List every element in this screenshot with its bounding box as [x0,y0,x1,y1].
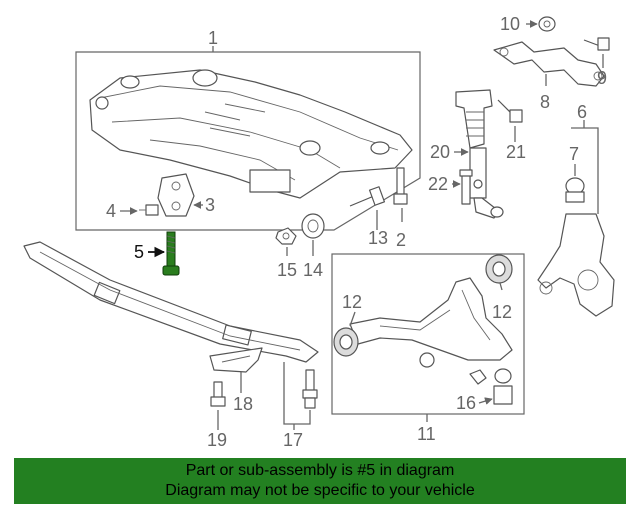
front-crossmember-part[interactable] [89,69,413,199]
callout-12-left: 12 [342,292,362,312]
callout-15: 15 [277,260,297,280]
banner-line-2: Diagram may not be specific to your vehi… [165,482,475,499]
callout-11: 11 [417,424,436,444]
callout-10: 10 [500,14,520,34]
bracket-part-18[interactable] [209,347,263,373]
bolt-part-9[interactable] [583,37,610,51]
callout-14: 14 [303,260,323,280]
group-frame-11 [331,253,525,415]
callout-2: 2 [396,230,406,250]
support-bar-part[interactable] [23,241,319,363]
callout-20: 20 [430,142,450,162]
bolt-part-2[interactable] [393,167,408,205]
callout-16: 16 [456,393,476,413]
nut-part-15[interactable] [275,227,297,245]
callout-19: 19 [207,430,227,450]
callout-18: 18 [233,394,253,414]
bolt-part-13[interactable] [349,186,386,207]
bolt-part-21[interactable] [497,99,523,123]
shock-absorber-part-20[interactable] [455,89,504,219]
washer-part-10[interactable] [538,16,556,32]
callout-1: 1 [208,28,218,48]
info-banner: Part or sub-assembly is #5 in diagram Di… [14,458,626,504]
banner-line-1: Part or sub-assembly is #5 in diagram [185,462,455,479]
nut-part-16[interactable] [469,369,487,385]
bushing-part-12-right[interactable] [485,254,513,284]
callout-21: 21 [506,142,526,162]
callout-17: 17 [283,430,303,450]
upper-control-arm-part-8[interactable] [493,41,605,87]
callout-7: 7 [569,144,579,164]
bracket-part-3[interactable] [157,173,195,217]
callout-6: 6 [577,102,587,122]
callout-13: 13 [368,228,388,248]
steering-knuckle-part[interactable] [537,213,615,317]
washer-part-14[interactable] [301,213,325,239]
ball-joint-part-7[interactable] [565,177,585,203]
bolt-part-17-lower[interactable] [304,397,316,409]
bolt-part-19[interactable] [210,381,226,407]
ball-joint-part-16[interactable] [493,368,513,405]
callout-9: 9 [597,68,607,88]
bushing-part-12-left[interactable] [333,327,359,357]
callout-4: 4 [106,201,116,221]
lower-control-arm-part[interactable] [349,277,513,368]
callout-3: 3 [205,195,215,215]
bolt-part-4[interactable] [139,204,159,216]
callout-12-right: 12 [492,302,512,322]
bolt-part-5-highlighted[interactable] [162,231,180,276]
callout-5: 5 [134,242,144,262]
bolt-part-22[interactable] [459,169,473,205]
callout-22: 22 [428,174,448,194]
callout-8: 8 [540,92,550,112]
bolt-part-17-upper[interactable] [302,369,318,399]
